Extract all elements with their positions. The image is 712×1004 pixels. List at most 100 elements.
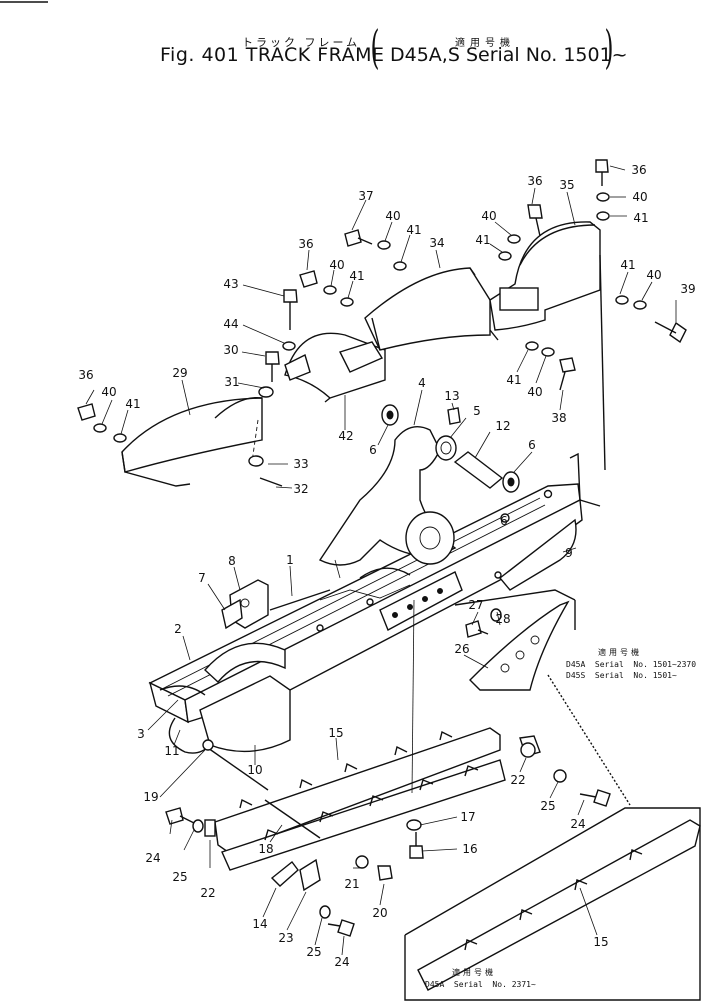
callout-9: 9 [565, 546, 573, 560]
callout-41: 41 [506, 373, 522, 387]
applicable-serial-japanese: 適用号機 [455, 38, 515, 49]
track-frame-body [148, 426, 601, 754]
cover-34 [364, 267, 491, 351]
callout-22: 22 [510, 773, 526, 787]
callout-38: 38 [551, 411, 567, 425]
callout-16: 16 [462, 842, 478, 856]
upper-note-heading: 適用号機 [598, 648, 642, 657]
callout-6: 6 [369, 443, 377, 457]
callout-41: 41 [633, 211, 649, 225]
callout-36: 36 [78, 368, 94, 382]
callout-15: 15 [328, 726, 344, 740]
callout-15: 15 [593, 935, 609, 949]
callout-33: 33 [293, 457, 309, 471]
callout-6: 6 [500, 514, 508, 528]
callout-41: 41 [406, 223, 422, 237]
note-box-upper [454, 589, 576, 606]
callout-20: 20 [372, 906, 388, 920]
callout-27: 27 [468, 598, 484, 612]
callout-40: 40 [329, 258, 345, 272]
open-paren: ( [370, 20, 380, 74]
callout-32: 32 [293, 482, 309, 496]
callout-6: 6 [528, 438, 536, 452]
figure-title-japanese: トラック フレーム [242, 36, 361, 49]
shroud-10 [199, 675, 291, 753]
callout-19: 19 [143, 790, 159, 804]
callout-13: 13 [444, 389, 460, 403]
callout-40: 40 [527, 385, 543, 399]
callout-40: 40 [385, 209, 401, 223]
callout-25: 25 [306, 945, 322, 959]
upper-note-line-1: D45A Serial No. 1501~2370 [566, 660, 697, 669]
callout-10: 10 [247, 763, 263, 777]
callout-1: 1 [286, 553, 294, 567]
callout-23: 23 [278, 931, 294, 945]
leader-lines [85, 165, 677, 956]
callout-41: 41 [475, 233, 491, 247]
callout-18: 18 [258, 842, 274, 856]
lower-note-line-1: D45A Serial No. 2371~ [425, 980, 536, 989]
spring-11 [168, 717, 211, 754]
callout-44: 44 [223, 317, 239, 331]
callout-11: 11 [164, 744, 180, 758]
guard-26 [469, 600, 570, 691]
callout-37: 37 [358, 189, 374, 203]
cover-35 [489, 221, 606, 471]
guard-rail-15 [214, 727, 506, 871]
hardware [77, 159, 687, 937]
callout-24: 24 [334, 955, 350, 969]
figure-title: Fig. 401 TRACK FRAME [160, 44, 385, 66]
callout-8: 8 [228, 554, 236, 568]
applicable-serial: D45A,S Serial No. 1501~ [390, 44, 628, 66]
idler-cradle [204, 642, 286, 684]
callout-24: 24 [570, 817, 586, 831]
callout-26: 26 [454, 642, 470, 656]
callout-25: 25 [540, 799, 556, 813]
link-connector [547, 674, 631, 806]
bracket-7 [221, 598, 243, 630]
callout-41: 41 [125, 397, 141, 411]
callout-36: 36 [298, 237, 314, 251]
callout-28: 28 [495, 612, 511, 626]
callout-7: 7 [198, 571, 206, 585]
callout-39: 39 [680, 282, 696, 296]
callout-41: 41 [620, 258, 636, 272]
callout-40: 40 [481, 209, 497, 223]
callout-40: 40 [101, 385, 117, 399]
callout-29: 29 [172, 366, 188, 380]
callout-36: 36 [631, 163, 647, 177]
callout-34: 34 [429, 236, 445, 250]
callout-2: 2 [174, 622, 182, 636]
callout-14: 14 [252, 917, 268, 931]
callout-43: 43 [223, 277, 239, 291]
callout-35: 35 [559, 178, 575, 192]
close-paren: ) [604, 20, 614, 74]
callout-36: 36 [527, 174, 543, 188]
pivot-hub [405, 511, 455, 565]
guard-29 [121, 396, 263, 487]
frame-center-plate [379, 571, 463, 631]
callout-24: 24 [145, 851, 161, 865]
cover-42 [284, 332, 386, 403]
frame-arch [359, 567, 411, 579]
callout-30: 30 [223, 343, 239, 357]
callout-21: 21 [344, 877, 360, 891]
callout-4: 4 [418, 376, 426, 390]
callout-5: 5 [473, 404, 481, 418]
frame-underside-9 [498, 518, 577, 591]
callout-3: 3 [137, 727, 145, 741]
callout-12: 12 [495, 419, 511, 433]
callout-42: 42 [338, 429, 354, 443]
callout-40: 40 [646, 268, 662, 282]
frame-rear-plate [569, 452, 601, 507]
callout-40: 40 [632, 190, 648, 204]
callout-41: 41 [349, 269, 365, 283]
callout-31: 31 [224, 375, 240, 389]
guard-rail-15-lower [404, 807, 701, 1001]
callout-17: 17 [460, 810, 476, 824]
upper-note-line-2: D45S Serial No. 1501~ [566, 671, 677, 680]
lower-note-heading: 適用号機 [452, 968, 496, 977]
callout-22: 22 [200, 886, 216, 900]
